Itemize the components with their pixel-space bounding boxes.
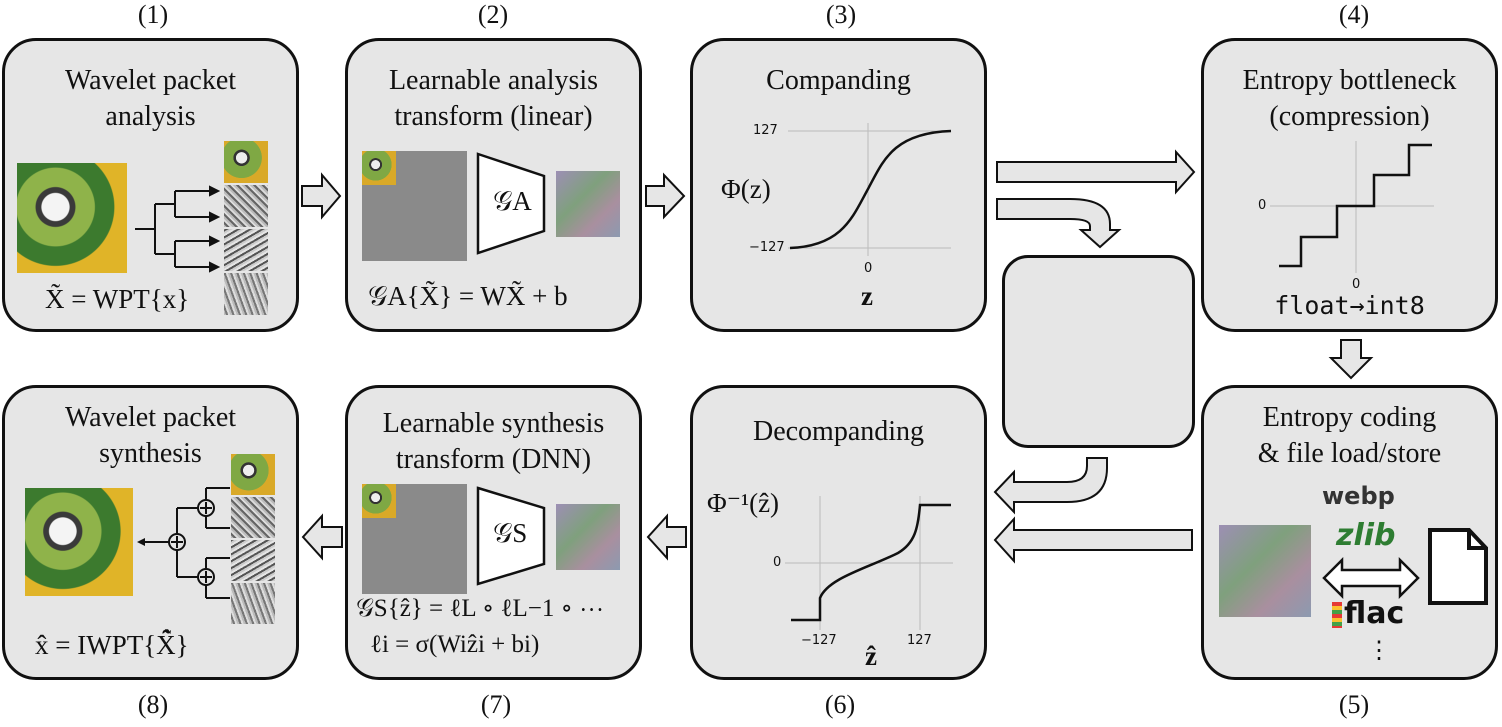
companding-tick-x: 0	[864, 261, 873, 276]
companding-tick-top: 127	[753, 123, 778, 138]
synthesis-subband-thumbnails	[231, 454, 275, 628]
wavelet-synthesis-title-1: Wavelet packet	[64, 402, 237, 433]
stage-number-4: (4)	[1338, 0, 1370, 29]
iwpt-formula: x̂ = IWPT{X̂̃}	[35, 630, 189, 660]
stage-number-8: (8)	[137, 690, 169, 719]
more-formats-ellipsis: ⋮	[1367, 638, 1391, 664]
entropy-coding-title-1: Entropy coding	[1262, 402, 1437, 433]
parrot-image	[17, 163, 127, 273]
decompanding-tick-x-right: 127	[907, 633, 932, 648]
synthesis-transform-box: Learnable synthesis transform (DNN) 𝒢S 𝒢…	[345, 385, 642, 680]
analysis-transform-title-1: Learnable analysis	[388, 65, 599, 96]
companding-y-label: Φ(z)	[721, 174, 771, 204]
wavelet-analysis-title-2: analysis	[105, 101, 196, 132]
companding-title: Companding	[766, 65, 911, 96]
float-to-int8-caption: float→int8	[1274, 291, 1425, 320]
file-icon	[1428, 528, 1488, 605]
wavelet-analysis-title-1: Wavelet packet	[64, 65, 237, 96]
stage-number-2: (2)	[477, 0, 509, 29]
load-store-arrow	[1322, 528, 1488, 605]
wavelet-synthesis-title-2: synthesis	[99, 438, 202, 469]
quantizer-tick-y: 0	[1258, 198, 1267, 213]
quantizer-tick-x: 0	[1352, 277, 1361, 292]
synthesis-formula-2: ℓi = σ(Wiẑi + bi)	[370, 631, 540, 658]
companding-tick-bottom: −127	[749, 240, 785, 255]
iwpt-tree-diagram	[137, 487, 230, 599]
synthesis-latent-image	[556, 504, 620, 570]
synthesis-transform-title-2: transform (DNN)	[395, 444, 592, 475]
stage-number-3: (3)	[825, 0, 857, 29]
compression-title-1: Entropy bottleneck	[1242, 65, 1457, 96]
analysis-transform-box: Learnable analysis transform (linear) 𝒢A…	[345, 38, 642, 332]
flac-logo: flac	[1344, 596, 1405, 631]
analysis-transform-title-2: transform (linear)	[394, 101, 593, 132]
entropy-coding-title-2: & file load/store	[1257, 438, 1442, 469]
companding-box: Companding 127 −127 0 Φ(z) z	[690, 38, 987, 332]
compression-title-2: (compression)	[1269, 101, 1430, 132]
wavelet-coefficients-image	[362, 151, 467, 261]
latent-image	[556, 171, 620, 237]
analysis-block-shape	[476, 152, 546, 255]
synthesis-formula-1: 𝒢S{ẑ} = ℓL ∘ ℓL−1 ∘ ⋯	[356, 595, 605, 622]
analysis-block-label: 𝒢A	[493, 186, 532, 216]
compression-bottleneck-box: Entropy bottleneck (compression) 0 0 flo…	[1201, 38, 1498, 332]
stage-number-1: (1)	[137, 0, 169, 29]
decompanding-tick-y: 0	[773, 555, 782, 570]
synthesis-block-label: 𝒢S	[493, 518, 528, 548]
wavelet-analysis-box: Wavelet packet analysis X̃ = WPT{x}	[2, 38, 299, 332]
webp-logo: webp	[1322, 482, 1395, 510]
stage-number-5: (5)	[1338, 690, 1370, 719]
analysis-formula: 𝒢A{X̃} = WX̃ + b	[368, 281, 568, 311]
companding-curve-plot	[788, 123, 952, 256]
decompanding-tick-x-left: −127	[801, 633, 837, 648]
synthesis-block-shape	[476, 486, 546, 586]
stage-number-6: (6)	[824, 690, 856, 719]
wavelet-synthesis-box: Wavelet packet synthesis x̂ = IWPT{X̂̃}	[2, 385, 299, 680]
decompanding-y-label: Φ⁻¹(ẑ)	[707, 488, 780, 518]
decompanding-title: Decompanding	[752, 416, 925, 447]
decompanding-x-label: ẑ	[865, 641, 877, 671]
stage-number-7: (7)	[480, 690, 512, 719]
encoded-latent-image	[1219, 525, 1311, 617]
synthesis-coefficients-image	[362, 484, 467, 594]
synthesis-transform-title-1: Learnable synthesis	[382, 408, 605, 439]
subband-thumbnails	[224, 141, 268, 319]
quantizer-step-plot	[1270, 141, 1434, 273]
companding-x-label: z	[861, 281, 873, 311]
entropy-coding-box: Entropy coding & file load/store webp zl…	[1201, 385, 1498, 680]
training-bottleneck-box	[1002, 255, 1195, 448]
reconstructed-parrot-image	[25, 488, 133, 596]
wpt-tree-diagram	[135, 185, 221, 273]
decompanding-box: Decompanding 0 −127 127 Φ⁻¹(ẑ) ẑ	[690, 385, 987, 680]
flac-logo-mark	[1332, 602, 1342, 628]
decompanding-curve-plot	[785, 496, 953, 630]
zlib-logo: zlib	[1336, 518, 1396, 553]
wpt-formula: X̃ = WPT{x}	[45, 284, 190, 314]
